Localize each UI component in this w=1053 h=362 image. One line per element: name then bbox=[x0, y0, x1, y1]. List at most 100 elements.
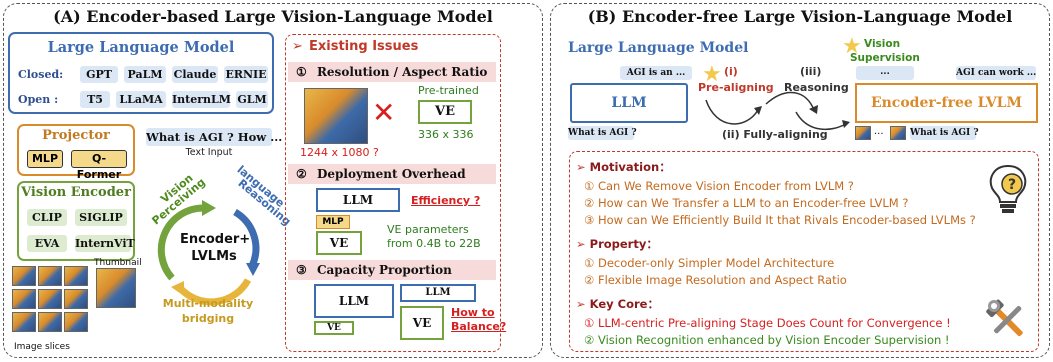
text-input-label: Text Input bbox=[185, 147, 233, 158]
capacity-llm-big: LLM bbox=[314, 284, 394, 318]
keycore-item-2: ② Vision Recognition enhanced by Vision … bbox=[584, 333, 950, 347]
panel-a bbox=[3, 3, 543, 358]
llm-box: Large Language Model Closed: GPT PaLM Cl… bbox=[8, 32, 274, 114]
issue-3-num: ③ bbox=[296, 263, 307, 277]
balance-line1: How to bbox=[451, 306, 495, 319]
deploy-llm-box: LLM bbox=[316, 188, 400, 212]
b-llm-label: Large Language Model bbox=[568, 40, 749, 56]
cycle-arc-blue bbox=[233, 208, 260, 268]
deploy-ve-box: VE bbox=[316, 231, 362, 255]
slice-4 bbox=[12, 289, 36, 309]
motivation-item-3: ③ How can We Efficiently Build It that R… bbox=[584, 213, 976, 227]
thumbnail-label: Thumbnail bbox=[94, 258, 142, 268]
vision-encoder-title: Vision Encoder bbox=[21, 185, 131, 200]
slice-9 bbox=[64, 312, 88, 332]
slice-7 bbox=[12, 312, 36, 332]
cycle-arrow-yellow bbox=[171, 281, 184, 296]
panel-b bbox=[550, 3, 1050, 358]
efree-dots: ... bbox=[874, 126, 884, 137]
issue-3-title: Capacity Proportion bbox=[316, 263, 452, 277]
motivation-item-2: ② How can We Transfer a LLM to an Encode… bbox=[584, 196, 909, 210]
model-ernie: ERNIE bbox=[224, 66, 268, 83]
property-item-2: ② Flexible Image Resolution and Aspect R… bbox=[584, 273, 847, 287]
stage-ii: (ii) Fully-aligning bbox=[722, 128, 828, 141]
cycle-bridge-line1: Multi-modality bbox=[162, 297, 254, 310]
efree-question: What is AGI ? bbox=[910, 126, 979, 140]
cycle-arc-yellow bbox=[177, 278, 252, 306]
res-img-size: 1244 x 1080 ? bbox=[300, 146, 379, 159]
thumbnail-image bbox=[96, 268, 136, 308]
panel-a-title: (A) Encoder-based Large Vision-Language … bbox=[53, 7, 493, 26]
stage-i-name: Pre-aligning bbox=[698, 81, 774, 94]
efree-chip-right: AGI can work ... bbox=[956, 66, 1037, 80]
efree-image-2 bbox=[890, 126, 906, 140]
ve-internvit: InternViT bbox=[75, 235, 135, 252]
balance-line2: Balance? bbox=[451, 320, 507, 333]
projector-mlp: MLP bbox=[27, 150, 63, 168]
stage-iii-name: Reasoning bbox=[784, 81, 849, 94]
cycle-diagram bbox=[157, 200, 260, 306]
issue-1-num: ① bbox=[296, 65, 307, 79]
vision-encoder-box: Vision Encoder CLIP SIGLIP EVA InternViT bbox=[17, 181, 135, 261]
slice-6 bbox=[64, 289, 88, 309]
model-glm: GLM bbox=[236, 91, 268, 108]
red-cross-icon: ✕ bbox=[372, 96, 396, 129]
motivation-title: ➢ Motivation： bbox=[576, 159, 671, 175]
property-colon: ： bbox=[646, 237, 658, 251]
res-ve-size: 336 x 336 bbox=[418, 128, 474, 141]
b-llm-question: What is AGI ? bbox=[568, 126, 637, 140]
slice-1 bbox=[12, 266, 36, 286]
res-ve-box: VE bbox=[418, 100, 472, 124]
vision-supervision-line1: Vision bbox=[864, 38, 901, 50]
capacity-llm-small: LLM bbox=[400, 284, 476, 302]
pretrained-label: Pre-trained bbox=[418, 84, 479, 97]
projector-title: Projector bbox=[42, 128, 110, 143]
model-t5: T5 bbox=[80, 91, 110, 108]
efree-box: Encoder-free LVLM bbox=[855, 83, 1038, 123]
slices-label: Image slices bbox=[14, 342, 70, 352]
b-llm-box: LLM bbox=[570, 83, 688, 123]
cycle-center-line2: LVLMs bbox=[191, 249, 237, 264]
projector-qformer: Q- Former bbox=[71, 150, 127, 181]
motivation-colon: ： bbox=[659, 160, 671, 174]
model-claude: Claude bbox=[172, 66, 218, 83]
issue-2-header: ② Deployment Overhead bbox=[288, 164, 496, 184]
issue-3-header: ③ Capacity Proportion bbox=[288, 260, 496, 280]
keycore-title-text: Key Core bbox=[589, 297, 648, 311]
ve-eva: EVA bbox=[27, 235, 67, 252]
ve-siglip: SIGLIP bbox=[75, 209, 127, 226]
cycle-center-line1: Encoder+ bbox=[180, 232, 251, 247]
flow-arrowhead-left bbox=[754, 106, 762, 115]
issue-2-num: ② bbox=[296, 167, 307, 181]
robot-image bbox=[304, 88, 368, 144]
star-icon-2: ★ bbox=[842, 34, 862, 59]
image-slices bbox=[12, 266, 92, 338]
property-arrow-icon: ➢ bbox=[576, 237, 590, 251]
flow-arrowhead-bottom bbox=[842, 120, 850, 128]
issue-1-title: Resolution / Aspect Ratio bbox=[316, 65, 488, 79]
panel-b-title: (B) Encoder-free Large Vision-Language M… bbox=[587, 7, 1013, 26]
issues-arrow-icon: ➢ bbox=[292, 39, 303, 54]
model-gpt: GPT bbox=[80, 66, 118, 83]
tools-icon bbox=[986, 299, 1023, 337]
deploy-mlp-box: MLP bbox=[316, 215, 350, 229]
flow-curve-left bbox=[705, 99, 759, 125]
closed-label: Closed: bbox=[18, 68, 64, 81]
text-input-chip: What is AGI ? How ... bbox=[146, 128, 283, 146]
property-title-text: Property bbox=[589, 237, 647, 251]
model-llama: LLaMA bbox=[116, 91, 166, 108]
issue-2-title: Deployment Overhead bbox=[316, 167, 466, 181]
capacity-ve-small: VE bbox=[314, 321, 354, 335]
flow-arrowhead-right bbox=[809, 105, 818, 114]
efree-chip-left: ... bbox=[856, 66, 914, 80]
llm-box-title: Large Language Model bbox=[47, 39, 235, 56]
open-label: Open : bbox=[18, 93, 59, 106]
ve-params-line2: from 0.4B to 22B bbox=[387, 237, 481, 250]
stage-iii: (iii) bbox=[800, 65, 822, 78]
motivation-arrow-icon: ➢ bbox=[576, 160, 590, 174]
model-internlm: InternLM bbox=[172, 91, 231, 108]
issue-1-header: ① Resolution / Aspect Ratio bbox=[288, 62, 496, 82]
projector-box: Projector MLP Q- Former bbox=[17, 124, 135, 181]
model-palm: PaLM bbox=[124, 66, 166, 83]
keycore-arrow-icon: ➢ bbox=[576, 297, 590, 311]
